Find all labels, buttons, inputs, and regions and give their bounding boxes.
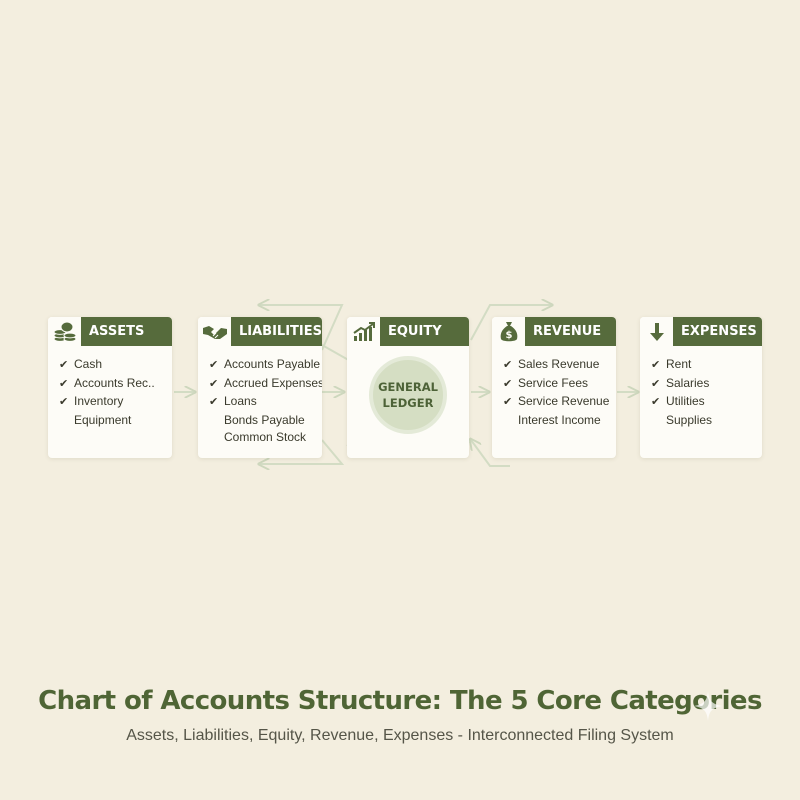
check-icon: ✔ — [209, 396, 219, 408]
sparkle-icon — [694, 691, 722, 721]
general-ledger-hub: GENERAL LEDGER — [369, 356, 447, 434]
list-item: ✔Inventory — [59, 393, 172, 412]
card-title: ASSETS — [81, 317, 172, 346]
check-icon: ✔ — [503, 377, 513, 390]
list-item: ✔Utilities — [651, 393, 762, 412]
card-header: EXPENSES — [640, 317, 762, 346]
account-list: ✔Sales Revenue ✔Service Fees ✔Service Re… — [492, 346, 616, 429]
account-list: ✔Accounts Payable ✔Accrued Expenses ✔Loa… — [198, 346, 322, 447]
arrow-top-left — [260, 305, 344, 351]
category-card-liabilities: LIABILITIES ✔Accounts Payable ✔Accrued E… — [198, 317, 322, 458]
list-item: ✔Accrued Expenses — [209, 375, 322, 394]
list-item: ✔Salaries — [651, 375, 762, 394]
check-icon: ✔ — [59, 377, 69, 390]
money-bag-icon: $ — [492, 317, 525, 346]
arrow-bottom-right — [471, 440, 510, 467]
list-item: ✔Service Revenue — [503, 393, 616, 412]
card-header: ASSETS — [48, 317, 172, 346]
account-list: ✔Cash ✔Accounts Rec.. ✔Inventory Equipme… — [48, 346, 172, 429]
card-title: EXPENSES — [673, 317, 762, 346]
check-icon: ✔ — [59, 396, 69, 408]
page-title: Chart of Accounts Structure: The 5 Core … — [38, 686, 762, 716]
ledger-label-line1: GENERAL — [378, 380, 438, 394]
card-title: EQUITY — [380, 317, 469, 346]
growth-chart-icon — [347, 317, 380, 346]
list-item: ✔Service Fees — [503, 375, 616, 394]
list-item: Supplies — [666, 412, 713, 427]
card-header: $ REVENUE — [492, 317, 616, 346]
handshake-icon — [198, 317, 231, 346]
card-title: LIABILITIES — [231, 317, 322, 346]
check-icon: ✔ — [209, 377, 219, 390]
category-card-expenses: EXPENSES ✔Rent ✔Salaries ✔Utilities Supp… — [640, 317, 762, 458]
list-item: Bonds Payable — [224, 412, 305, 427]
svg-text:$: $ — [505, 330, 512, 341]
check-icon: ✔ — [651, 396, 661, 408]
check-icon: ✔ — [651, 359, 661, 371]
check-icon: ✔ — [59, 359, 69, 371]
account-list: ✔Rent ✔Salaries ✔Utilities Supplies — [640, 346, 762, 429]
check-icon: ✔ — [503, 396, 513, 408]
list-item: ✔Sales Revenue — [503, 356, 616, 375]
list-item: ✔Accounts Rec.. — [59, 375, 172, 394]
list-item: Common Stock — [224, 430, 307, 444]
category-card-revenue: $ REVENUE ✔Sales Revenue ✔Service Fees ✔… — [492, 317, 616, 458]
list-item: ✔Rent — [651, 356, 762, 375]
card-header: LIABILITIES — [198, 317, 322, 346]
list-item: Equipment — [74, 412, 132, 427]
down-arrow-icon — [640, 317, 673, 346]
page-subtitle: Assets, Liabilities, Equity, Revenue, Ex… — [126, 727, 674, 744]
card-title: REVENUE — [525, 317, 616, 346]
check-icon: ✔ — [651, 377, 661, 390]
list-item: ✔Accounts Payable — [209, 356, 322, 375]
list-item: Interest Income — [518, 412, 601, 427]
card-header: EQUITY — [347, 317, 469, 346]
list-item: ✔Cash — [59, 356, 172, 375]
check-icon: ✔ — [503, 359, 513, 371]
list-item: ✔Loans — [209, 393, 322, 412]
coins-icon — [48, 317, 81, 346]
category-card-assets: ASSETS ✔Cash ✔Accounts Rec.. ✔Inventory … — [48, 317, 172, 458]
check-icon: ✔ — [209, 359, 219, 371]
arrow-top-right — [470, 305, 551, 341]
ledger-label-line2: LEDGER — [382, 396, 434, 410]
arrow-bottom-left — [260, 439, 345, 464]
